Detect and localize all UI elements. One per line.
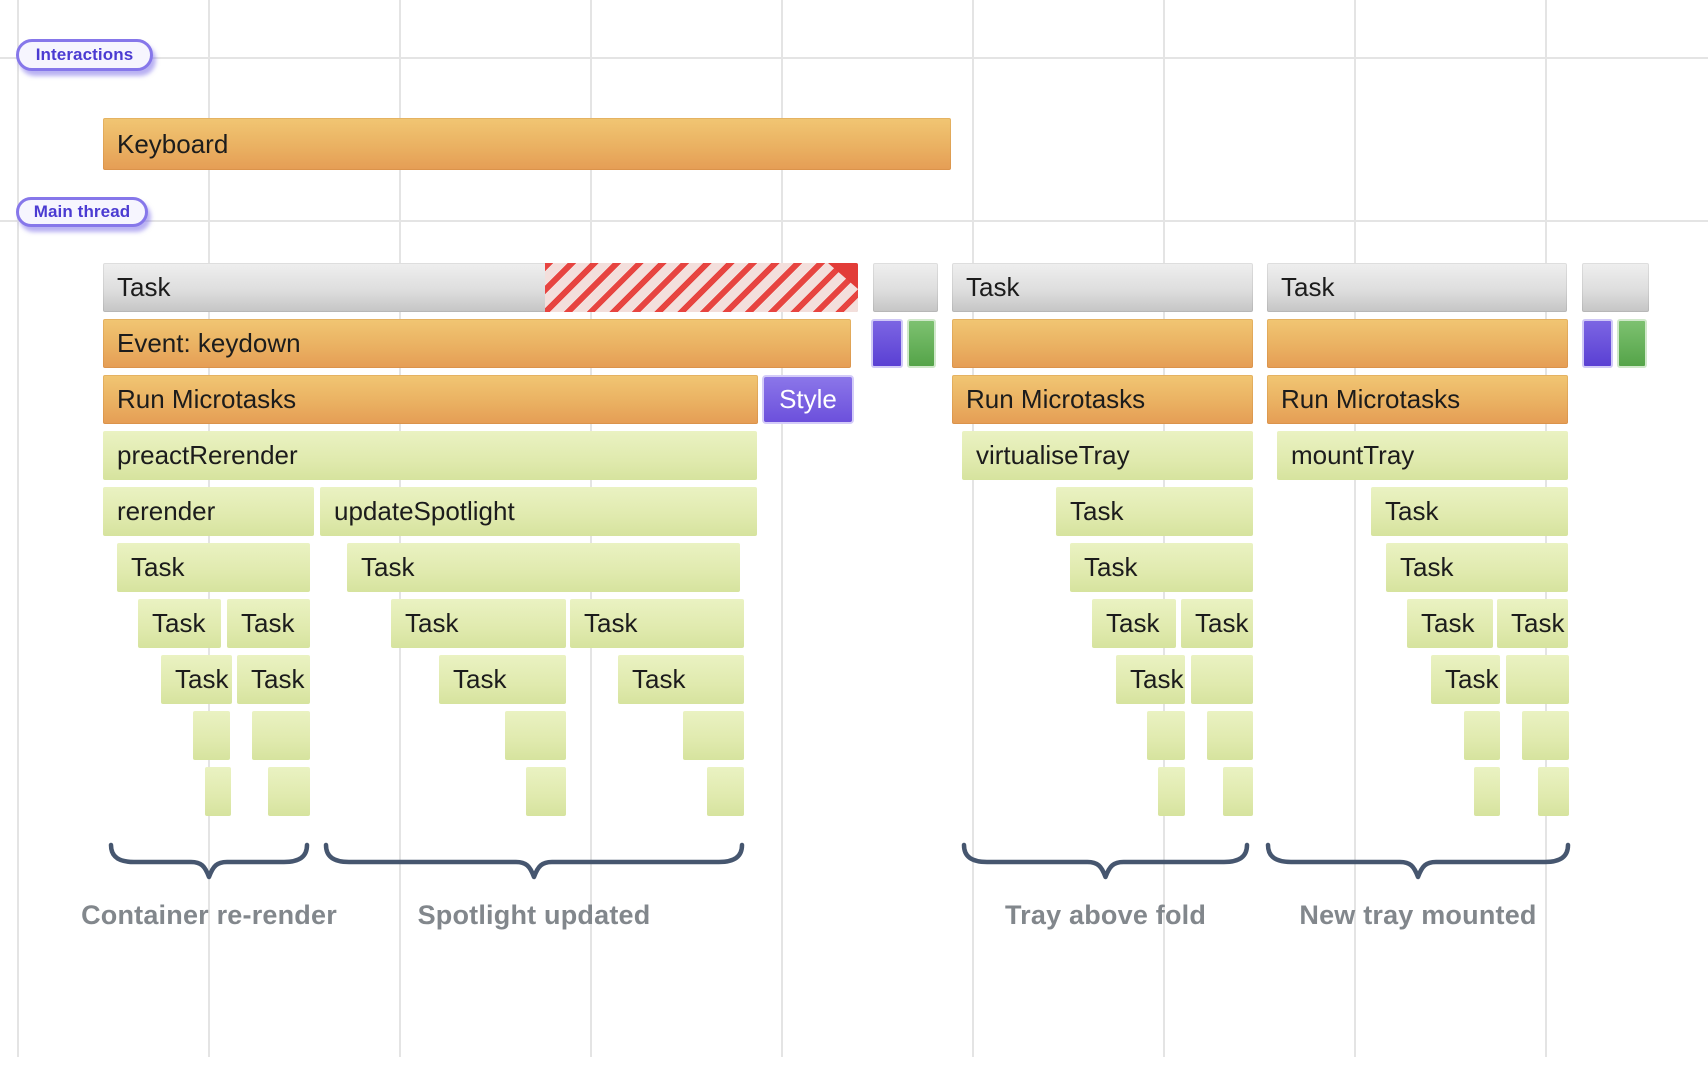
main-thread-track-label: Main thread [33, 202, 131, 221]
gridline-vertical [1354, 0, 1356, 1057]
activity-bar[interactable] [1506, 655, 1569, 704]
interactions-track-pill[interactable]: Interactions [16, 39, 153, 71]
activity-bar[interactable] [1223, 767, 1253, 816]
run-microtasks-bar[interactable]: Run Microtasks [1267, 375, 1568, 424]
run-microtasks-bar[interactable]: Run Microtasks [952, 375, 1253, 424]
task-bar[interactable]: Task [1497, 599, 1568, 648]
rerender-bar[interactable]: rerender [103, 487, 314, 536]
purple-chip[interactable] [871, 319, 903, 368]
long-task-stripes [545, 263, 858, 312]
event-bar[interactable] [952, 319, 1253, 368]
annotation-brace [961, 840, 1250, 882]
task-bar[interactable]: Task [1092, 599, 1176, 648]
annotation-brace [323, 840, 745, 882]
task-bar[interactable]: Task [618, 655, 744, 704]
activity-bar[interactable] [193, 711, 230, 760]
activity-bar[interactable] [526, 767, 566, 816]
mount-tray-bar[interactable]: mountTray [1277, 431, 1568, 480]
annotation-label: New tray mounted [1299, 900, 1537, 930]
task-bar[interactable]: Task [138, 599, 221, 648]
green-chip[interactable] [907, 319, 936, 368]
task-bar[interactable]: Task [347, 543, 740, 592]
task-bar[interactable]: Task [1056, 487, 1253, 536]
task-bar-long[interactable]: Task [103, 263, 858, 312]
annotation-label: Tray above fold [1004, 900, 1207, 930]
annotation-brace [108, 840, 310, 882]
task-bar[interactable]: Task [117, 543, 310, 592]
keyboard-interaction-bar[interactable]: Keyboard [103, 118, 951, 170]
task-bar[interactable]: Task [1070, 543, 1253, 592]
activity-bar[interactable] [268, 767, 310, 816]
event-keydown-bar[interactable]: Event: keydown [103, 319, 851, 368]
task-bar[interactable]: Task [237, 655, 310, 704]
gridline-horizontal [0, 57, 1708, 59]
gridline-vertical [17, 0, 19, 1057]
activity-bar[interactable] [1474, 767, 1500, 816]
update-spotlight-bar[interactable]: updateSpotlight [320, 487, 757, 536]
main-thread-track-pill[interactable]: Main thread [16, 197, 148, 227]
long-task-corner-icon [828, 263, 858, 289]
activity-bar[interactable] [1207, 711, 1253, 760]
task-bar[interactable]: Task [1371, 487, 1568, 536]
activity-bar[interactable] [1538, 767, 1569, 816]
task-bar-small[interactable] [873, 263, 938, 312]
annotation-brace [1265, 840, 1571, 882]
activity-bar[interactable] [707, 767, 744, 816]
run-microtasks-bar[interactable]: Run Microtasks [103, 375, 758, 424]
task-bar[interactable]: Task [1431, 655, 1500, 704]
activity-bar[interactable] [1464, 711, 1500, 760]
gridline-vertical [781, 0, 783, 1057]
gridline-vertical [972, 0, 974, 1057]
task-bar[interactable]: Task [1386, 543, 1568, 592]
task-bar[interactable]: Task [1181, 599, 1253, 648]
activity-bar[interactable] [683, 711, 744, 760]
activity-bar[interactable] [505, 711, 566, 760]
gridline-horizontal [0, 220, 1708, 222]
task-bar[interactable]: Task [570, 599, 744, 648]
activity-bar[interactable] [1147, 711, 1185, 760]
activity-bar[interactable] [252, 711, 310, 760]
task-bar[interactable]: Task [1407, 599, 1493, 648]
task-bar-small[interactable] [1582, 263, 1649, 312]
interactions-track-label: Interactions [35, 45, 134, 64]
task-bar[interactable]: Task [1267, 263, 1567, 312]
virtualise-tray-bar[interactable]: virtualiseTray [962, 431, 1253, 480]
green-chip[interactable] [1617, 319, 1647, 368]
style-bar[interactable]: Style [762, 375, 854, 424]
task-bar[interactable]: Task [391, 599, 566, 648]
task-bar[interactable]: Task [161, 655, 232, 704]
task-bar[interactable]: Task [227, 599, 310, 648]
activity-bar[interactable] [1191, 655, 1253, 704]
annotation-label: Spotlight updated [417, 900, 651, 930]
task-bar[interactable]: Task [1116, 655, 1185, 704]
preact-rerender-bar[interactable]: preactRerender [103, 431, 757, 480]
activity-bar[interactable] [1158, 767, 1185, 816]
task-bar[interactable]: Task [439, 655, 566, 704]
event-bar[interactable] [1267, 319, 1568, 368]
purple-chip[interactable] [1582, 319, 1613, 368]
activity-bar[interactable] [205, 767, 231, 816]
activity-bar[interactable] [1522, 711, 1569, 760]
task-bar[interactable]: Task [952, 263, 1253, 312]
annotation-label: Container re-render [81, 900, 337, 930]
